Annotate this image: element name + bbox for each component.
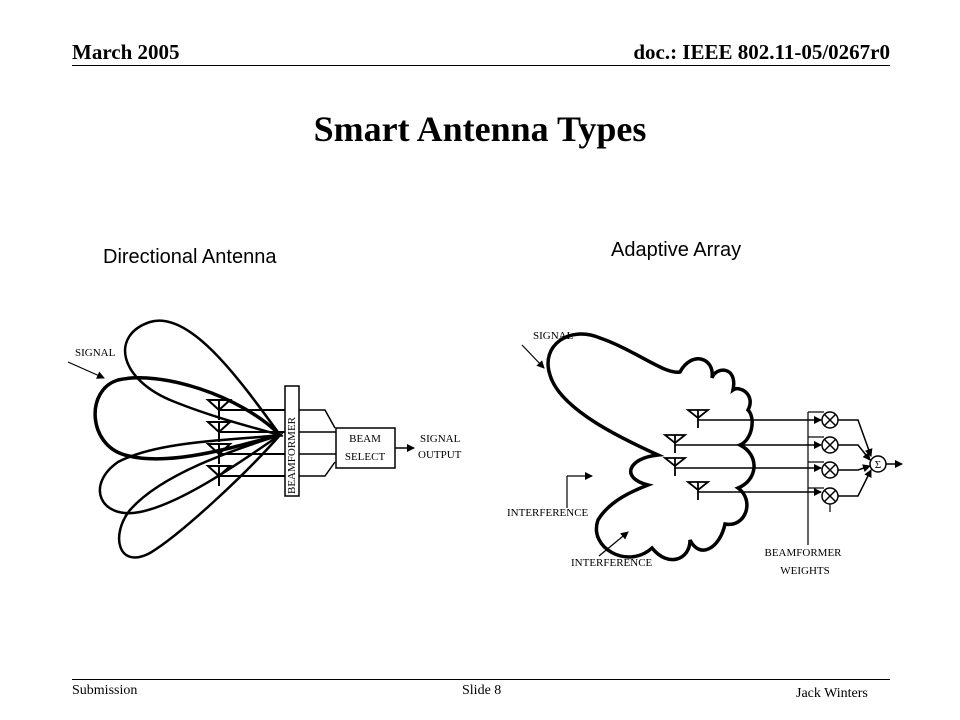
header-rule: [72, 65, 890, 66]
directional-antenna-elements: [205, 399, 285, 486]
directional-antenna-figure: BEAMFORMER BEAM SELECT SIGNAL OUTPUT SIG…: [67, 319, 462, 559]
adaptive-signal-label: SIGNAL: [533, 330, 574, 342]
adaptive-antenna-element-4: [685, 481, 711, 500]
beam-select-label-2: SELECT: [345, 451, 386, 463]
adaptive-antenna-elements: [662, 409, 711, 500]
adaptive-array-heading: Adaptive Array: [611, 239, 742, 261]
signal-output-label-2: OUTPUT: [418, 449, 462, 461]
beam-lobe-selected: [93, 376, 284, 461]
multiplier-1: [821, 411, 839, 429]
directional-signal-label: SIGNAL: [75, 347, 116, 359]
footer-author: Jack Winters: [796, 686, 868, 701]
interference-arrow-2: [598, 531, 629, 557]
beamformer-box: [284, 385, 300, 497]
beam-lobe-1: [123, 319, 284, 438]
multiplier-2: [821, 436, 839, 454]
beamformer-label: BEAMFORMER: [286, 416, 298, 494]
directional-signal-arrow: [67, 361, 105, 379]
beamformer-weights-label-2: WEIGHTS: [780, 565, 830, 577]
header-doc-id: doc.: IEEE 802.11-05/0267r0: [633, 40, 890, 64]
interference-label-1: INTERFERENCE: [507, 507, 589, 519]
beam-select-label-1: BEAM: [349, 433, 381, 445]
summer-inputs: [838, 419, 873, 497]
adaptive-beam-pattern: [546, 332, 756, 562]
slide-title: Smart Antenna Types: [313, 109, 647, 149]
adaptive-feed-lines: [675, 416, 822, 496]
beam-lobe-4: [117, 432, 284, 559]
adaptive-antenna-element-2: [662, 434, 688, 453]
summer-symbol: Σ: [875, 459, 881, 471]
adaptive-array-figure: Σ SIGNAL INTERFERENCE INTERFERENCE BEAMF…: [507, 330, 903, 577]
antenna-element-3: [205, 443, 233, 464]
signal-output-label-1: SIGNAL: [420, 433, 461, 445]
footer-rule: [72, 679, 890, 680]
adaptive-signal-arrow: [521, 344, 545, 369]
beam-lobes: [93, 319, 284, 559]
antenna-element-4: [205, 465, 233, 486]
antenna-element-2: [205, 421, 233, 442]
antenna-element-1: [205, 399, 233, 420]
adaptive-antenna-element-1: [685, 409, 711, 428]
footer-submission: Submission: [72, 683, 138, 698]
multiplier-3: [821, 461, 839, 479]
beamformer-outputs: [299, 409, 336, 477]
multiplier-4: [821, 487, 839, 505]
beam-select-box: [335, 427, 396, 469]
directional-antenna-heading: Directional Antenna: [103, 246, 277, 268]
beamformer-weights-label-1: BEAMFORMER: [764, 547, 842, 559]
interference-label-2: INTERFERENCE: [571, 557, 653, 569]
beam-lobe-3: [98, 433, 281, 515]
footer-slide-number: Slide 8: [462, 683, 502, 698]
weight-input-lines: [807, 411, 831, 545]
header-date: March 2005: [72, 40, 180, 64]
weight-multipliers: [821, 411, 839, 505]
adaptive-antenna-element-3: [662, 457, 688, 476]
